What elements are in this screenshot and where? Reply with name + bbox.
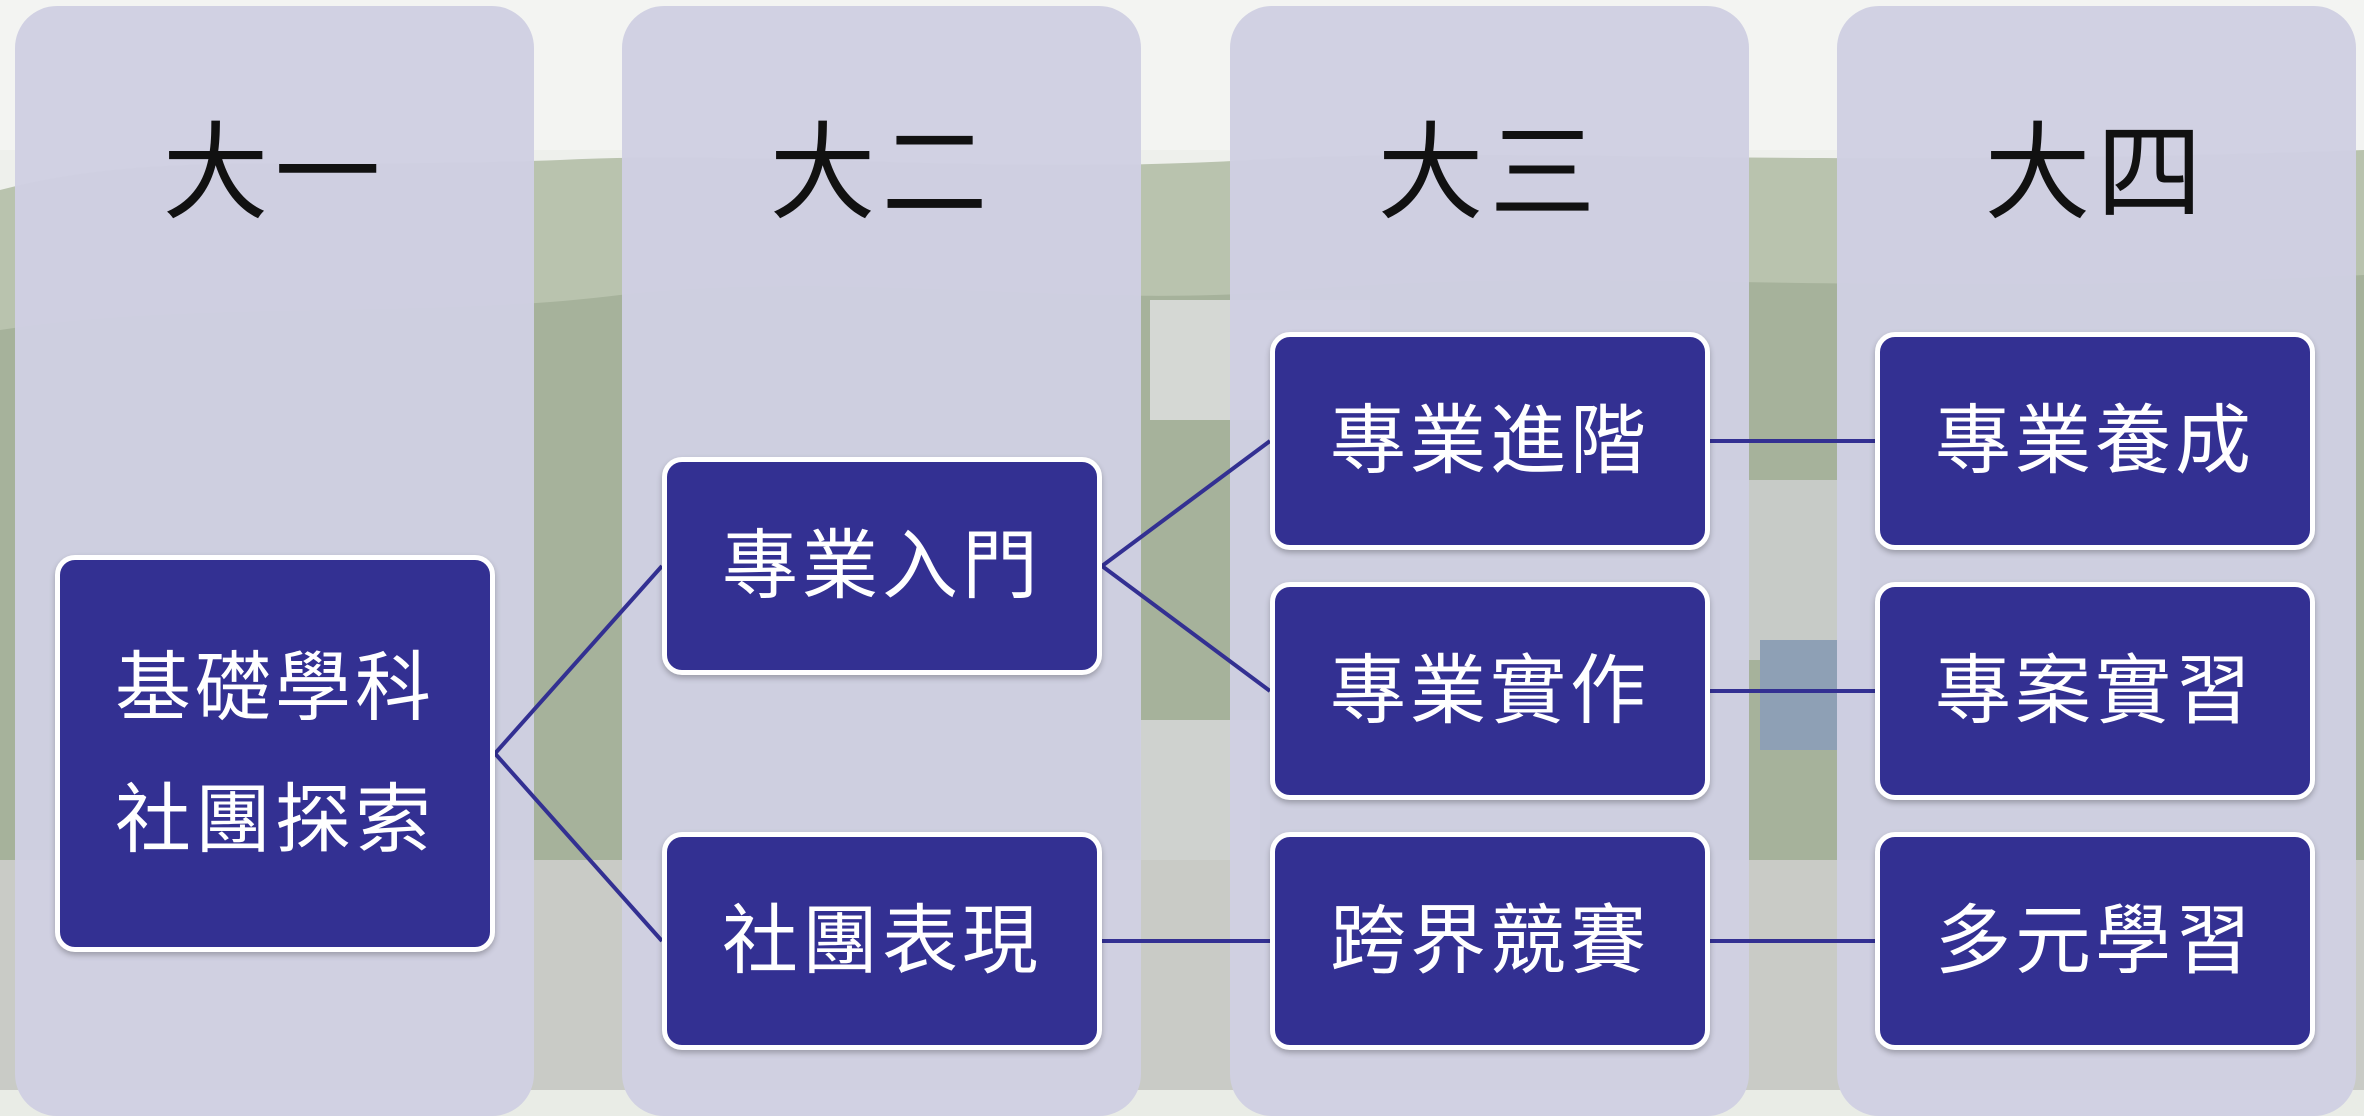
node-intro-label: 專業入門 — [722, 521, 1042, 610]
node-foundation-line2: 社團探索 — [115, 774, 435, 864]
year-title-4: 大四 — [1984, 112, 2209, 235]
node-club-performance: 社團表現 — [662, 832, 1102, 1050]
node-intro: 專業入門 — [662, 457, 1102, 675]
node-advanced-label: 專業進階 — [1330, 396, 1650, 485]
node-advanced: 專業進階 — [1270, 332, 1710, 550]
year-title-2: 大二 — [769, 112, 994, 235]
node-diverse-learning-label: 多元學習 — [1935, 896, 2255, 985]
node-cultivation: 專業養成 — [1875, 332, 2315, 550]
connector-intro-to-practice — [1100, 564, 1272, 693]
year-title-1: 大一 — [162, 112, 387, 235]
node-diverse-learning: 多元學習 — [1875, 832, 2315, 1050]
node-club-performance-label: 社團表現 — [722, 896, 1042, 985]
node-competition-label: 跨界競賽 — [1330, 896, 1650, 985]
node-project-internship-label: 專案實習 — [1935, 646, 2255, 735]
connector-foundation-to-club_performance — [493, 752, 664, 943]
node-practice: 專業實作 — [1270, 582, 1710, 800]
node-practice-label: 專業實作 — [1330, 646, 1650, 735]
node-foundation-line1: 基礎學科 — [115, 642, 435, 732]
node-project-internship: 專案實習 — [1875, 582, 2315, 800]
node-cultivation-label: 專業養成 — [1935, 396, 2255, 485]
connector-intro-to-advanced — [1100, 439, 1272, 568]
connector-foundation-to-intro — [493, 564, 664, 755]
node-competition: 跨界競賽 — [1270, 832, 1710, 1050]
node-foundation: 基礎學科 社團探索 — [55, 555, 495, 952]
connector-lines — [493, 439, 1875, 943]
year-title-3: 大三 — [1377, 112, 1602, 235]
